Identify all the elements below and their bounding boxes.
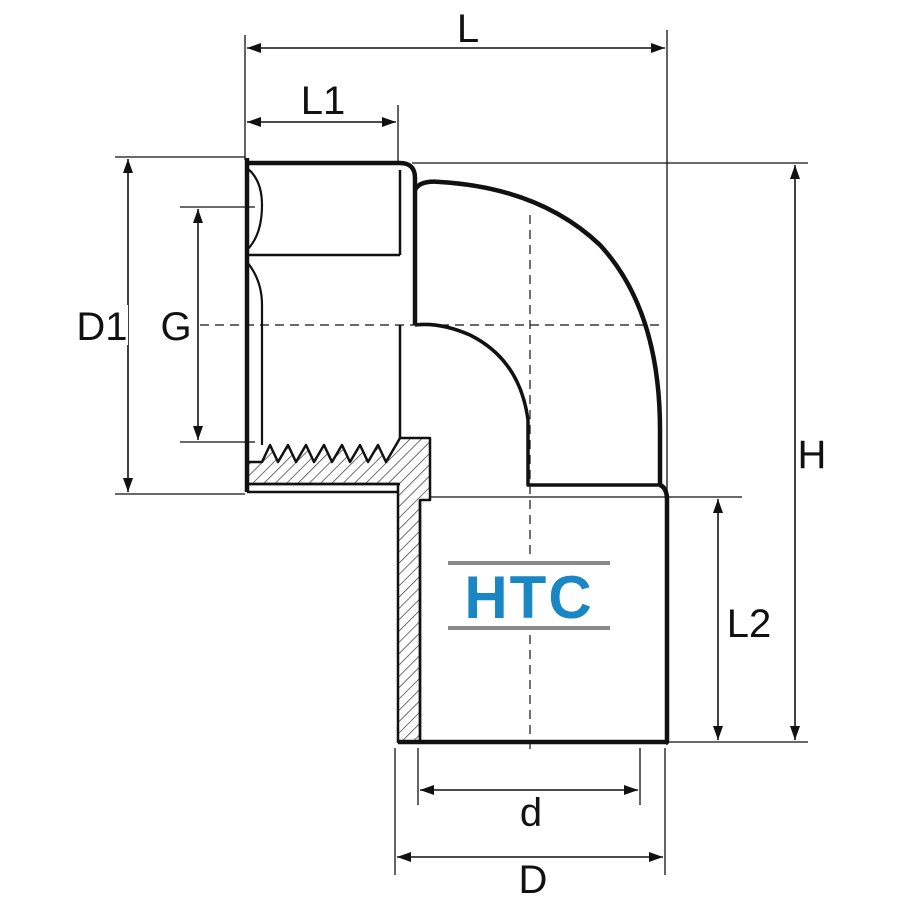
label-D: D — [519, 858, 548, 900]
dimension-lines — [123, 43, 800, 862]
label-G: G — [160, 305, 191, 349]
label-L: L — [457, 7, 479, 51]
extension-lines — [115, 30, 808, 875]
dimension-labels: L L1 D1 G H L2 d D — [72, 7, 832, 900]
logo-text: HTC — [464, 564, 593, 631]
label-H: H — [798, 433, 827, 477]
label-L2: L2 — [727, 602, 772, 646]
fitting-body — [244, 158, 670, 745]
label-d: d — [520, 791, 542, 835]
label-D1: D1 — [76, 305, 127, 349]
label-L1: L1 — [301, 79, 346, 123]
htc-logo: HTC — [448, 558, 610, 632]
